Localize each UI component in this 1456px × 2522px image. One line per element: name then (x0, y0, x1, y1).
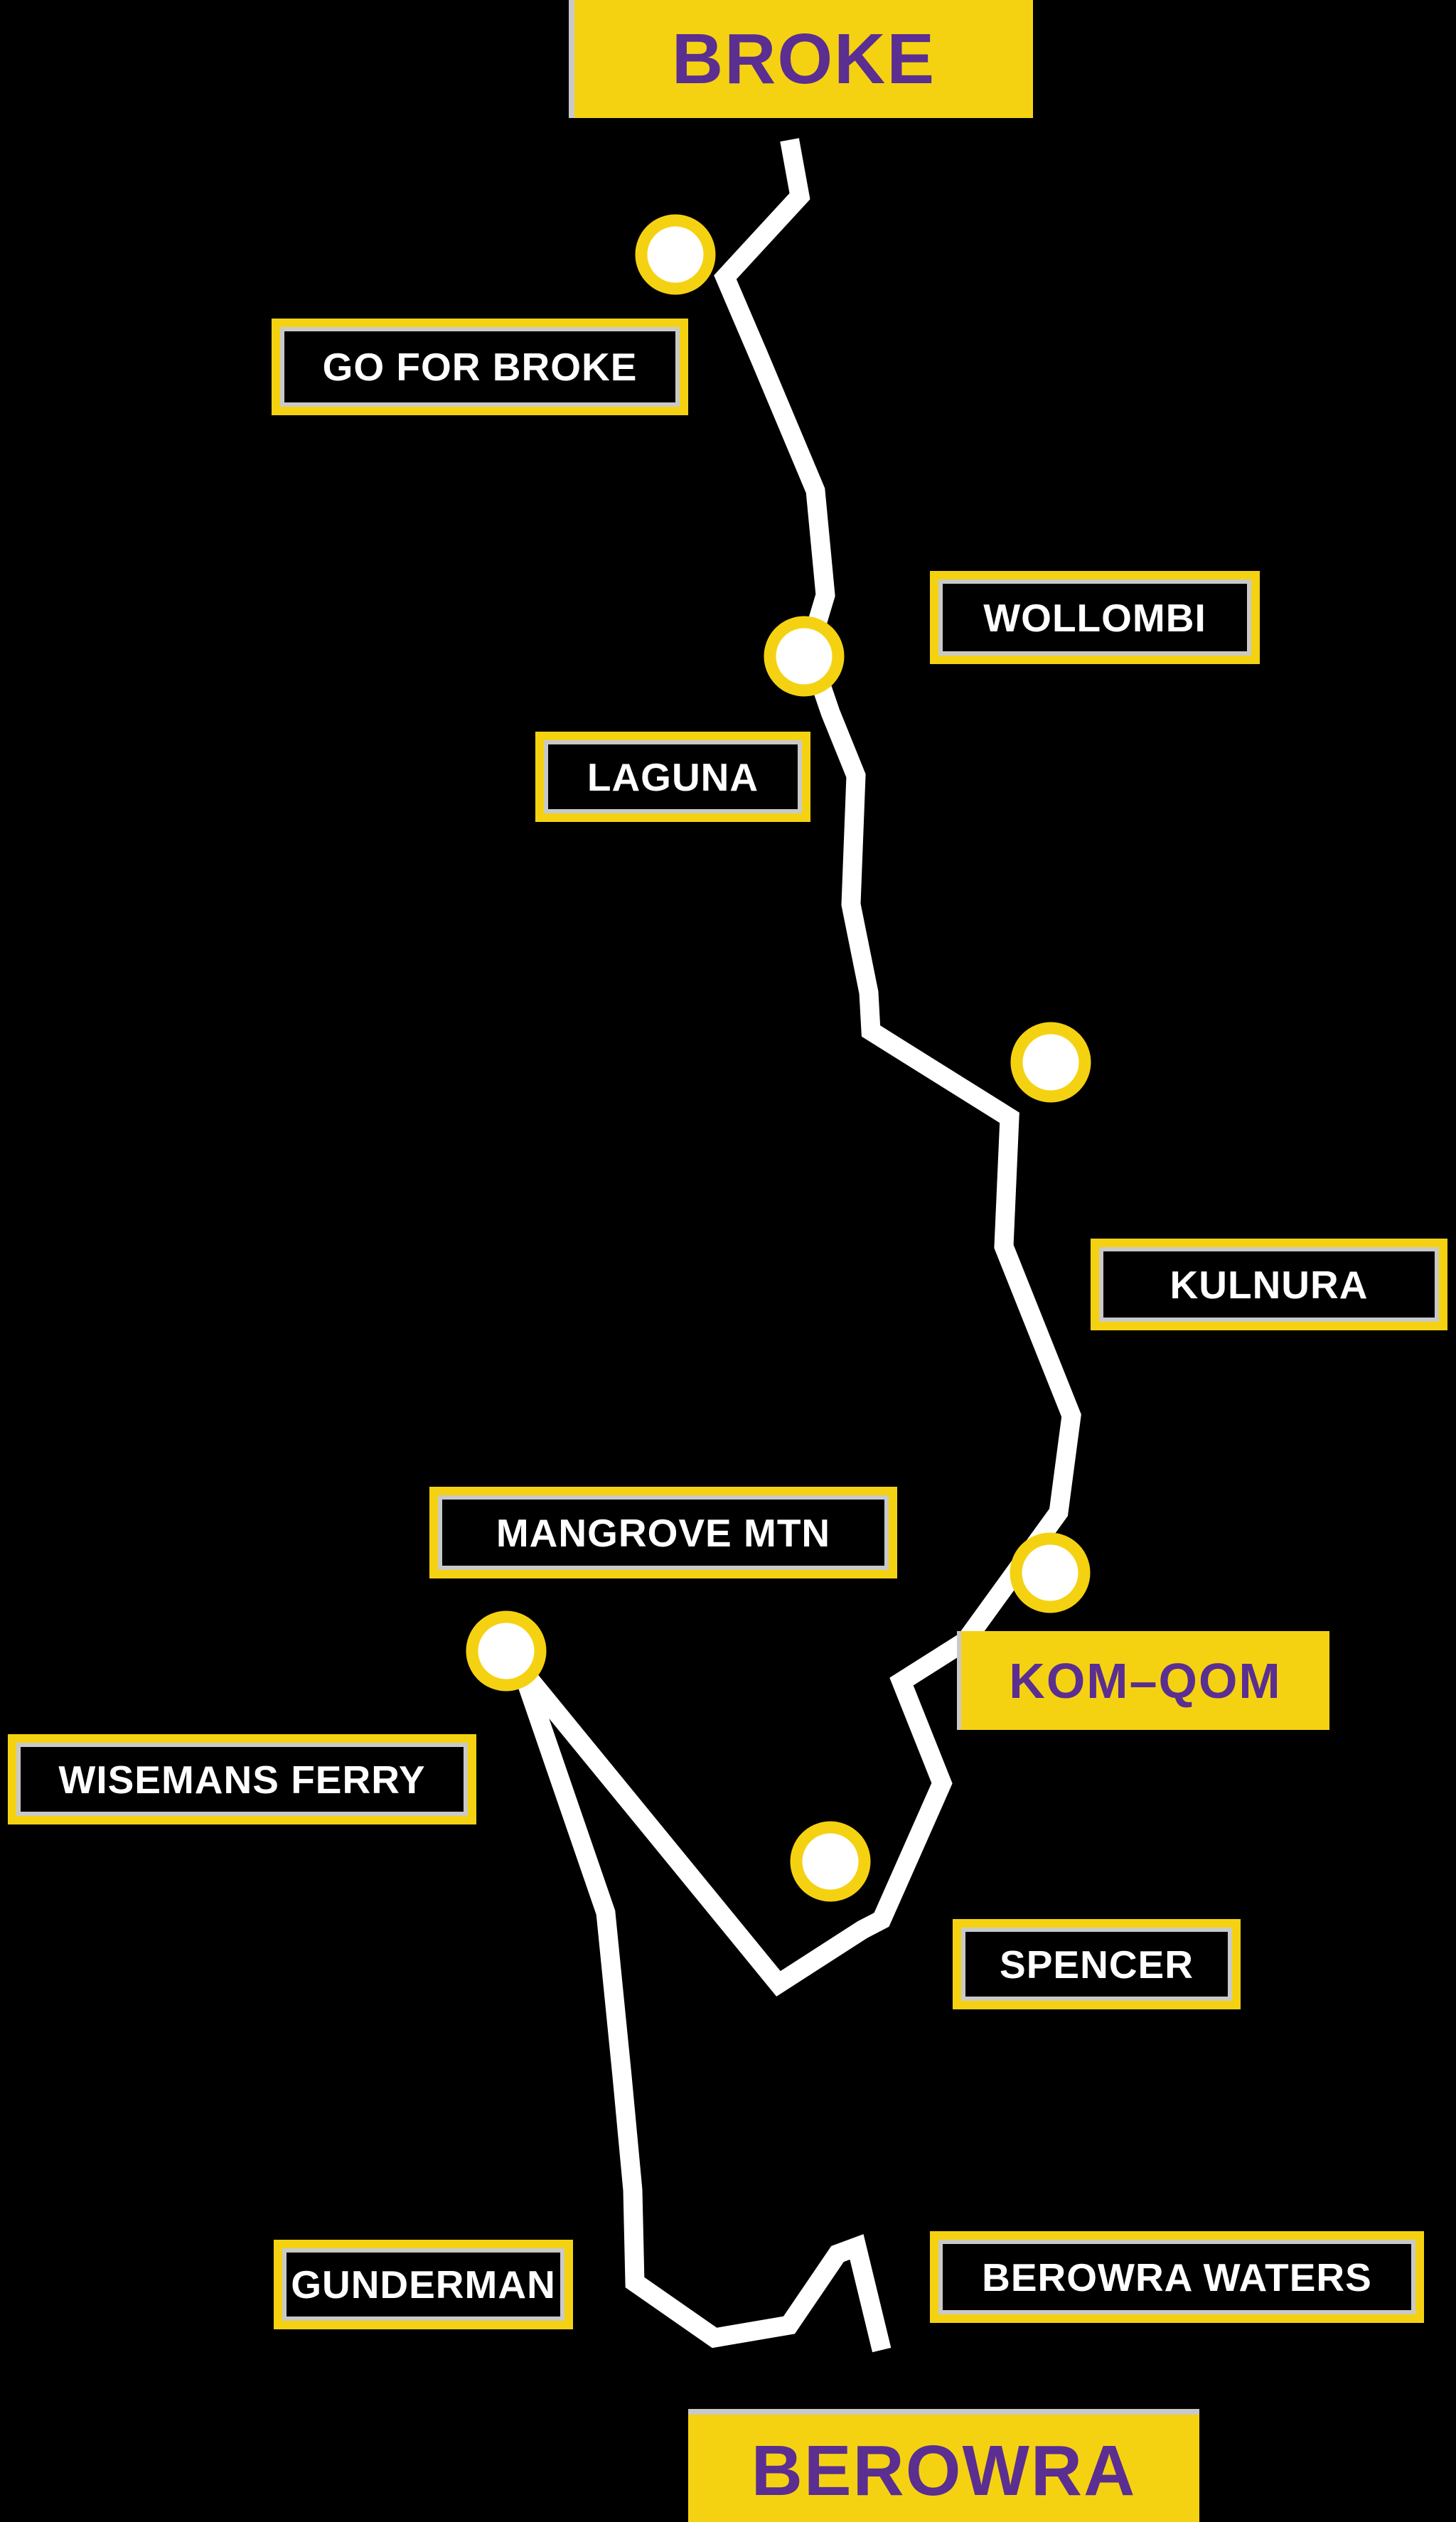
checkpoint-marker-3 (1010, 1022, 1091, 1103)
place-label-text: WOLLOMBI (983, 595, 1206, 640)
place-label-wollombi: WOLLOMBI (930, 571, 1260, 664)
place-label-text: WISEMANS FERRY (58, 1757, 426, 1802)
finish-terminal-label: BEROWRA (751, 2431, 1137, 2511)
start-terminal-broke: BROKE (569, 0, 1033, 118)
place-label-text: LAGUNA (587, 754, 759, 799)
place-label-text: MANGROVE MTN (496, 1510, 831, 1555)
finish-terminal-berowra: BEROWRA (688, 2409, 1199, 2522)
checkpoint-marker-4 (1010, 1532, 1091, 1613)
place-label-wisemans-ferry: WISEMANS FERRY (8, 1734, 476, 1824)
place-label-text: GUNDERMAN (291, 2262, 556, 2307)
route-path (513, 138, 1081, 2353)
place-label-go-for-broke: GO FOR BROKE (272, 319, 688, 415)
checkpoint-marker-5 (466, 1610, 547, 1692)
place-label-berowra-waters: BEROWRA WATERS (930, 2231, 1424, 2323)
place-label-laguna: LAGUNA (535, 732, 810, 822)
place-label-text: KULNURA (1169, 1262, 1369, 1307)
place-label-spencer: SPENCER (953, 1919, 1241, 2009)
place-label-gunderman: GUNDERMAN (274, 2240, 573, 2329)
place-label-mangrove-mtn: MANGROVE MTN (429, 1487, 897, 1578)
checkpoint-marker-6 (790, 1821, 871, 1902)
kom-qom-label: KOM–QOM (1009, 1652, 1282, 1709)
place-label-text: GO FOR BROKE (322, 345, 638, 389)
start-terminal-label: BROKE (671, 18, 936, 99)
checkpoint-marker-1 (635, 214, 716, 295)
place-label-text: BEROWRA WATERS (982, 2255, 1372, 2299)
place-label-kulnura: KULNURA (1091, 1239, 1447, 1330)
checkpoint-marker-2 (764, 616, 845, 697)
place-label-text: SPENCER (1000, 1942, 1194, 1987)
kom-qom-marker: KOM–QOM (957, 1631, 1329, 1730)
